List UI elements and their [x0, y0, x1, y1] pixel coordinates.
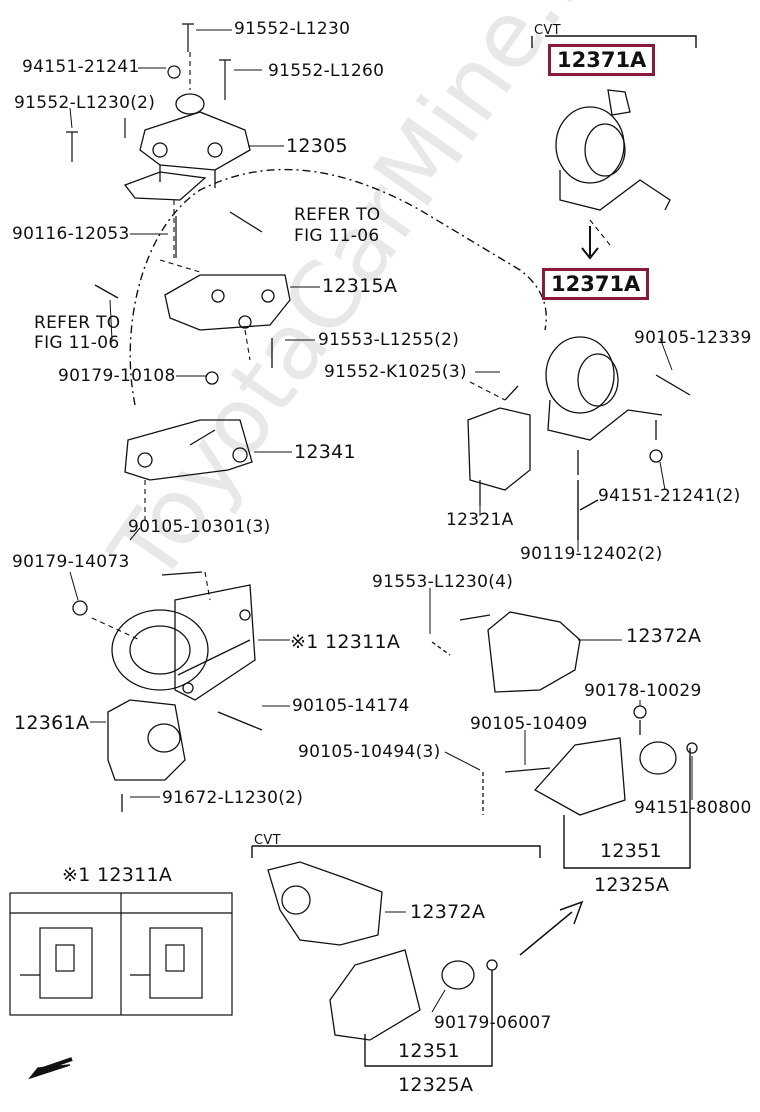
bracket-12315A [94, 211, 291, 385]
label-94151-21241[interactable]: 94151-21241 [22, 57, 140, 77]
cvt-label-top: CVT [534, 23, 561, 38]
label-90105-10301[interactable]: 90105-10301(3) [128, 517, 271, 537]
label-94151-21241-2[interactable]: 94151-21241(2) [598, 486, 741, 506]
bracket-12351-bottom [329, 949, 498, 1041]
mount-12372A [431, 611, 581, 693]
label-refer-to-1: REFER TO [294, 205, 381, 225]
label-fig-11-06-1[interactable]: FIG 11-06 [294, 226, 380, 246]
group-bracket-bottom [364, 1034, 493, 1067]
label-90179-06007[interactable]: 90179-06007 [434, 1013, 552, 1033]
bracket-12351-right [482, 705, 698, 816]
label-91552-L1230-2[interactable]: 91552-L1230(2) [14, 93, 156, 113]
group-bracket-right [563, 815, 691, 869]
label-91552-L1230[interactable]: 91552-L1230 [234, 19, 351, 39]
label-12351-bottom[interactable]: 12351 [398, 1040, 460, 1062]
front-arrow-shaft [39, 1057, 73, 1072]
label-12321A[interactable]: 12321A [446, 510, 514, 530]
bracket-12321A [467, 385, 531, 505]
label-94151-80800[interactable]: 94151-80800 [634, 798, 752, 818]
label-12372A-bottom[interactable]: 12372A [410, 901, 486, 923]
part-12371A-middle-box[interactable]: 12371A [542, 268, 650, 300]
mount-12305 [123, 93, 251, 201]
cvt-label-bottom: CVT [254, 833, 281, 848]
dashed-leaders [91, 52, 611, 641]
part-12371A-top-box[interactable]: 12371A [548, 44, 656, 76]
label-12311A-inset[interactable]: ※1 12311A [62, 864, 173, 886]
label-90116-12053[interactable]: 90116-12053 [12, 224, 130, 244]
label-90179-14073[interactable]: 90179-14073 [12, 552, 130, 572]
label-91552-L1260[interactable]: 91552-L1260 [268, 61, 385, 81]
bracket-12311A [72, 571, 263, 731]
label-91552-K1025[interactable]: 91552-K1025(3) [324, 362, 467, 382]
cvt-top-bracket [545, 35, 697, 48]
label-91553-L1230[interactable]: 91553-L1230(4) [372, 572, 514, 592]
bracket-12341 [124, 419, 253, 481]
label-12311A[interactable]: ※1 12311A [290, 631, 401, 653]
diagonal-arrow [519, 900, 584, 956]
label-12351[interactable]: 12351 [600, 840, 662, 862]
label-90119-12402[interactable]: 90119-12402(2) [520, 544, 663, 564]
label-91553-L1255[interactable]: 91553-L1255(2) [318, 330, 460, 350]
engine-outline-dashdot [129, 168, 547, 406]
label-90105-10409[interactable]: 90105-10409 [470, 714, 588, 734]
label-12305[interactable]: 12305 [286, 135, 348, 157]
mount-12372A-bottom [267, 861, 383, 946]
down-arrow [581, 226, 599, 260]
label-12341[interactable]: 12341 [294, 441, 356, 463]
label-90105-12339[interactable]: 90105-12339 [634, 328, 752, 348]
label-12325A-bottom[interactable]: 12325A [398, 1074, 474, 1096]
mount-12371A-bottom [545, 336, 691, 475]
mount-12361A [107, 699, 186, 812]
top-bolts [66, 23, 231, 258]
leader-lines [69, 29, 693, 1013]
mount-12371A-top [555, 89, 671, 211]
label-12325A[interactable]: 12325A [594, 874, 670, 896]
label-fig-11-06-2[interactable]: FIG 11-06 [34, 333, 120, 353]
inset-table [9, 892, 233, 1016]
label-refer-to-2: REFER TO [34, 313, 121, 333]
label-12372A[interactable]: 12372A [626, 625, 702, 647]
label-90179-10108[interactable]: 90179-10108 [58, 366, 176, 386]
label-90105-14174[interactable]: 90105-14174 [292, 696, 410, 716]
label-12361A[interactable]: 12361A [14, 712, 90, 734]
label-91672-L1230[interactable]: 91672-L1230(2) [162, 788, 304, 808]
label-90105-10494[interactable]: 90105-10494(3) [298, 742, 441, 762]
label-90178-10029[interactable]: 90178-10029 [584, 681, 702, 701]
label-12315A[interactable]: 12315A [322, 275, 398, 297]
cvt-bottom-bracket [251, 845, 541, 858]
